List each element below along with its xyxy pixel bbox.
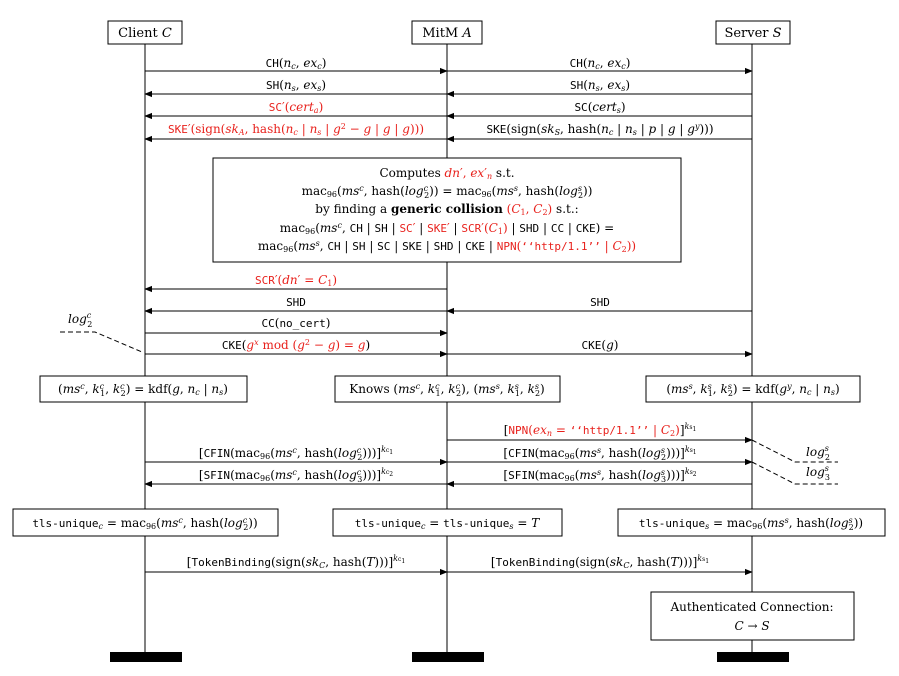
msg-ch-left: CH(nc, exc) (266, 56, 327, 71)
msg-tb-left: [TokenBinding(sign(skC, hash(T)))]kc1 (187, 554, 405, 570)
server-end-bar (717, 652, 789, 662)
msg-npn: [NPN(exn = ‘‘http/1.1’’ | C2)]ks1 (504, 422, 697, 438)
svg-text:MitM A: MitM A (422, 26, 472, 41)
msg-sh-right: SH(ns, exs) (570, 78, 630, 93)
svg-text:mac96(mss, CH | SH | SC | SKE: mac96(mss, CH | SH | SC | SKE | SHD | CK… (258, 239, 636, 254)
svg-text:by finding a generic collision: by finding a generic collision (C1, C2) … (315, 202, 578, 217)
client-header: Client C (107, 20, 183, 45)
svg-text:Authenticated Connection:: Authenticated Connection: (669, 600, 833, 614)
auth-box: Authenticated Connection: C → S (650, 591, 855, 641)
msg-cc: CC(no_cert) (262, 316, 331, 330)
msg-sc-left: SC′(certa) (269, 100, 324, 115)
svg-text:C → S: C → S (734, 619, 769, 633)
svg-text:(mss, ks1, ks2) = kdf(gy, nc |: (mss, ks1, ks2) = kdf(gy, nc | ns) (666, 382, 839, 398)
server-log3-dash (751, 461, 838, 485)
svg-text:tls-uniquec = tls-uniques = T: tls-uniquec = tls-uniques = T (355, 516, 540, 531)
server-header: Server S (715, 20, 791, 45)
msg-scr: SCR′(dn′ = C1) (255, 273, 337, 288)
msg-ch-right: CH(nc, exc) (570, 56, 631, 71)
svg-text:Computes dn′, ex′n s.t.: Computes dn′, ex′n s.t. (379, 166, 514, 181)
svg-text:mac96(msc, CH | SH | SC′ | SKE: mac96(msc, CH | SH | SC′ | SKE′ | SCR′(C… (280, 221, 614, 236)
msg-cke-right: CKE(g) (582, 338, 619, 352)
client-end-bar (110, 652, 182, 662)
mitm-end-bar (412, 652, 484, 662)
msg-sh-left: SH(ns, exs) (266, 78, 326, 93)
msg-sc-right: SC(certs) (574, 100, 625, 115)
msg-shd-left: SHD (286, 296, 306, 309)
msg-ske-right: SKE(sign(skS, hash(nc | ns | p | g | gy)… (486, 122, 713, 137)
svg-text:Server S: Server S (724, 26, 781, 41)
msg-ske-left: SKE′(sign(skA, hash(nc | ns | g2 − g | g… (168, 122, 424, 137)
unique-box-mitm: tls-uniquec = tls-uniques = T (332, 508, 563, 537)
svg-text:Client C: Client C (118, 26, 172, 41)
msg-cke-left: CKE(gx mod (g2 − g) = g) (222, 338, 370, 352)
server-log2-dash (751, 439, 838, 463)
compute-box: Computes dn′, ex′n s.t. mac96(msc, hash(… (212, 157, 682, 263)
msg-tb-right: [TokenBinding(sign(skC, hash(T)))]ks1 (491, 554, 709, 570)
mitm-header: MitM A (411, 20, 483, 45)
msg-shd-right: SHD (590, 296, 610, 309)
client-log2-dash (60, 331, 143, 353)
svg-text:Knows (msc, kc1, kc2), (mss, k: Knows (msc, kc1, kc2), (mss, ks1, ks2) (349, 382, 544, 398)
svg-text:(msc, kc1, kc2) = kdf(g, nc |: (msc, kc1, kc2) = kdf(g, nc | ns) (58, 382, 228, 398)
